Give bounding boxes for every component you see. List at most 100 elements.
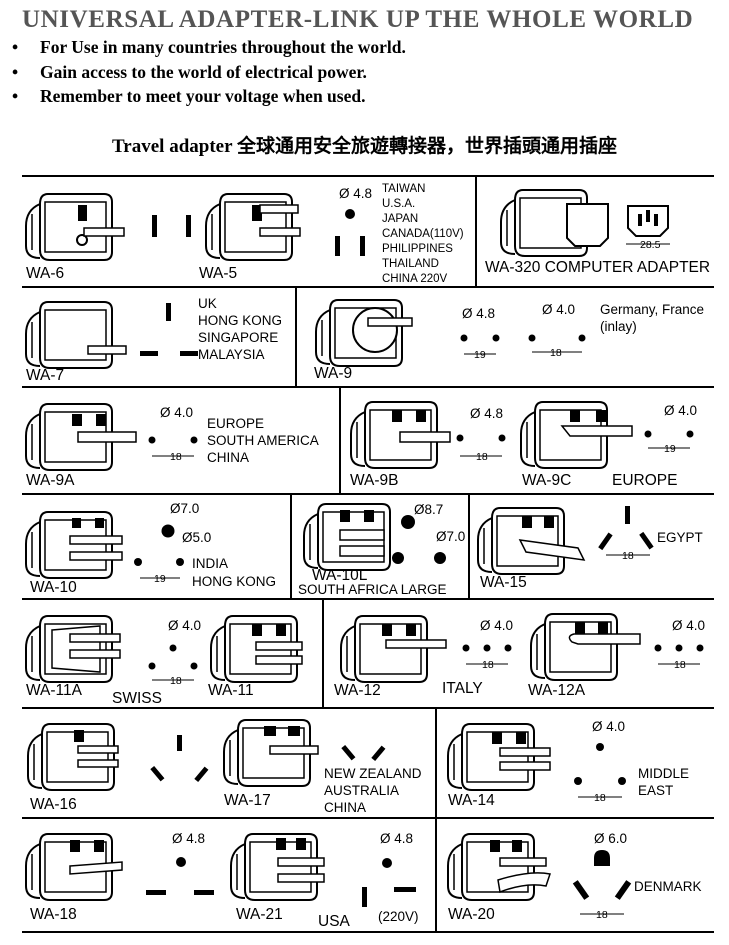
iec-socket — [566, 203, 609, 247]
adapter-code: WA-9A — [26, 472, 75, 489]
adapter-code: WA-16 — [30, 796, 77, 813]
country-label: SINGAPORE — [198, 330, 278, 345]
pin-slot — [598, 622, 608, 634]
socket-slot — [598, 532, 613, 551]
socket-hole — [618, 777, 626, 785]
adapter-wa11: WA-11 — [208, 615, 303, 699]
adapter-body — [205, 193, 293, 261]
pin-slot — [392, 410, 402, 422]
socket-slot — [362, 887, 367, 907]
socket-slot — [194, 890, 214, 895]
pin-slot — [276, 838, 286, 850]
adapter-code: WA-17 — [224, 792, 271, 809]
socket-hole — [675, 644, 683, 652]
adapter-wa5: Ø 4.8 TAIWAN U.S.A. JAPAN CANADA(110V) P… — [199, 183, 464, 285]
dimension-label: 19 — [474, 349, 486, 361]
country-label: JAPAN — [382, 213, 418, 225]
socket-hole — [596, 743, 604, 751]
diameter-label: Ø 4.0 — [160, 405, 193, 420]
socket-slot — [146, 890, 166, 895]
pin — [568, 633, 641, 645]
pin-slot — [296, 838, 306, 850]
pin-slot — [406, 624, 416, 636]
pin — [367, 317, 413, 327]
pin — [399, 431, 451, 443]
adapter-wa10l: Ø8.7 Ø7.0 WA-10L SOUTH AFRICA LARGE — [298, 502, 465, 597]
diameter-label: Ø7.0 — [436, 529, 465, 544]
pin-hole — [76, 234, 88, 246]
dimension-label: 18 — [594, 792, 606, 804]
diameter-label: Ø 4.0 — [664, 403, 697, 418]
adapter-code: WA-15 — [480, 574, 527, 591]
adapter-wa7: UK HONG KONG SINGAPORE MALAYSIA WA-7 — [25, 296, 282, 384]
pin — [255, 641, 303, 651]
country-label: CHINA 220V — [382, 273, 448, 285]
adapter-wa14: Ø 4.0 18 MIDDLE EAST WA-14 — [447, 719, 689, 809]
pin — [69, 633, 121, 643]
socket-slot — [625, 506, 630, 524]
adapter-code: WA-12A — [528, 682, 586, 699]
pin — [339, 545, 385, 557]
socket-slot — [152, 215, 157, 237]
country-label: EGYPT — [657, 530, 703, 545]
pin-slot — [516, 732, 526, 744]
socket-hole — [382, 858, 392, 868]
country-label: Germany, France — [600, 302, 704, 317]
socket-slot — [335, 236, 340, 256]
pin-slot — [544, 516, 554, 528]
adapter-code: WA-14 — [448, 792, 495, 809]
feature-text: Gain access to the world of electrical p… — [40, 61, 367, 82]
pin-slot — [490, 840, 500, 852]
bullet-glyph: • — [12, 61, 19, 82]
grid-lines — [22, 175, 714, 933]
socket-hole — [594, 850, 610, 866]
adapter-wa21: Ø 4.8 WA-21 USA (220V) — [230, 831, 419, 930]
adapter-code: WA-6 — [26, 265, 64, 282]
pin — [518, 539, 586, 561]
country-label: CHINA — [207, 450, 249, 465]
country-label: THAILAND — [382, 258, 439, 270]
feature-text: Remember to meet your voltage when used. — [40, 86, 366, 106]
adapter-body — [27, 723, 115, 791]
adapter-code: WA-10L — [312, 567, 368, 584]
dimension-label: 18 — [596, 909, 608, 921]
pin-slot — [70, 840, 80, 852]
socket-hole — [161, 524, 175, 538]
country-label: SOUTH AFRICA LARGE — [298, 582, 447, 597]
socket-hole — [460, 334, 468, 342]
pin-slot — [340, 510, 350, 522]
socket-slot — [360, 236, 365, 256]
socket-slot — [394, 887, 416, 892]
diameter-label: Ø 4.0 — [480, 618, 513, 633]
socket-slot — [177, 735, 182, 751]
subtitle: Travel adapter 全球通用安全旅遊轉接器，世界插頭通用插座 — [112, 136, 617, 157]
socket-hole — [190, 662, 198, 670]
country-label: SWISS — [112, 690, 162, 707]
dimension-label: 18 — [674, 659, 686, 671]
socket-hole — [176, 558, 184, 566]
socket-hole — [176, 857, 186, 867]
pin — [277, 873, 325, 883]
country-label: (inlay) — [600, 319, 637, 334]
country-label: ITALY — [442, 680, 483, 697]
dimension-label: 19 — [154, 573, 166, 585]
socket-hole — [504, 644, 512, 652]
adapter-code: WA-21 — [236, 906, 283, 923]
pin-slot — [382, 624, 392, 636]
country-label: INDIA — [192, 556, 228, 571]
pin-slot — [512, 840, 522, 852]
socket-hole — [456, 434, 464, 442]
adapter-code: WA-11 — [208, 682, 254, 699]
socket-hole — [492, 334, 500, 342]
pin-slot — [96, 414, 106, 426]
swiss-face — [51, 625, 101, 673]
diameter-label: Ø 4.0 — [542, 302, 575, 317]
diameter-label: Ø 4.0 — [592, 719, 625, 734]
adapter-wa11a: Ø 4.0 18 WA-11A SWISS — [25, 615, 201, 707]
pin-slot — [264, 726, 276, 736]
dimension-label: 18 — [170, 675, 182, 687]
country-label: MIDDLE — [638, 766, 689, 781]
pin-slot — [94, 840, 104, 852]
adapter-wa20: Ø 6.0 18 DENMARK WA-20 — [447, 831, 702, 923]
feature-item: • Gain access to the world of electrical … — [12, 62, 406, 87]
